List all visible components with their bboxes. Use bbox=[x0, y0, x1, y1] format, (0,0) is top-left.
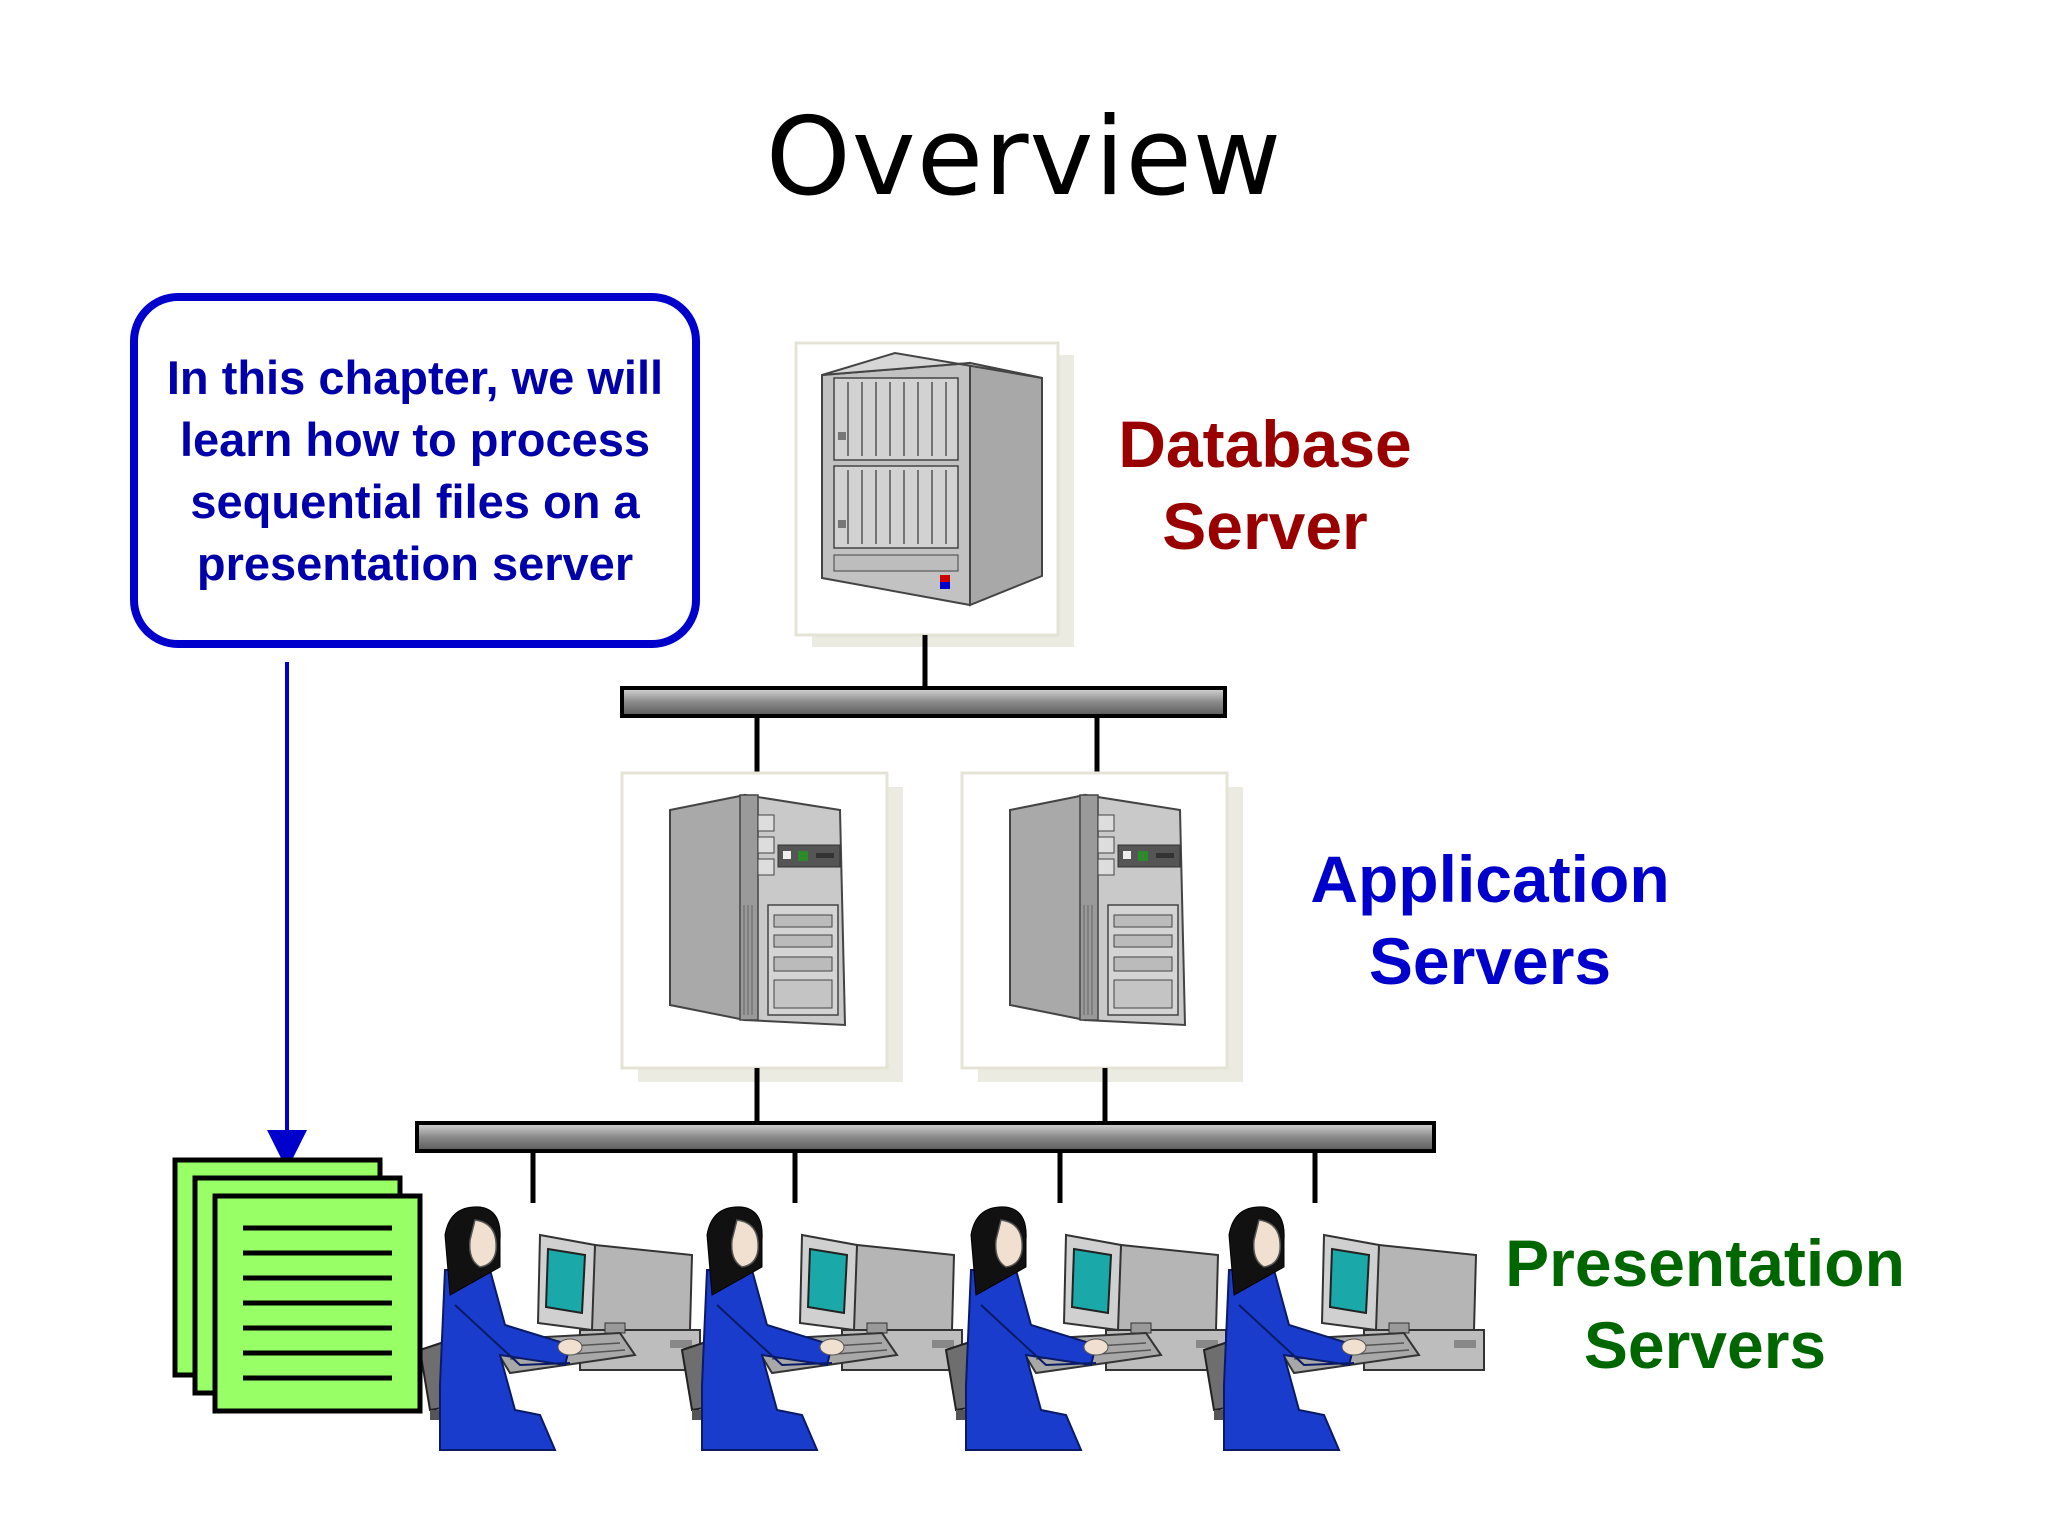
database-server bbox=[794, 341, 1074, 647]
application-server-1 bbox=[620, 771, 903, 1082]
presentation-workstation-3 bbox=[945, 1205, 1227, 1451]
application-server-icon bbox=[1009, 794, 1186, 1026]
application-server-icon bbox=[669, 794, 846, 1026]
database-server-icon bbox=[821, 351, 1043, 607]
callout-text: In this chapter, we will learn how to pr… bbox=[166, 350, 664, 590]
upper-network-bus bbox=[620, 686, 1227, 718]
sequential-files-stack bbox=[172, 1157, 423, 1414]
page-title: Overview bbox=[765, 95, 1283, 220]
application-server-2 bbox=[960, 771, 1243, 1082]
database-server-label: Database Server bbox=[1118, 407, 1412, 563]
presentation-workstation-2 bbox=[681, 1205, 963, 1451]
chapter-callout: In this chapter, we will learn how to pr… bbox=[130, 293, 700, 648]
lower-network-bus bbox=[415, 1121, 1436, 1153]
file-text-lines bbox=[243, 1225, 392, 1381]
presentation-workstation-4 bbox=[1203, 1205, 1485, 1451]
presentation-workstation-1 bbox=[419, 1205, 701, 1451]
application-servers-label: Application Servers bbox=[1310, 842, 1670, 998]
presentation-servers-label: Presentation Servers bbox=[1505, 1226, 1905, 1382]
